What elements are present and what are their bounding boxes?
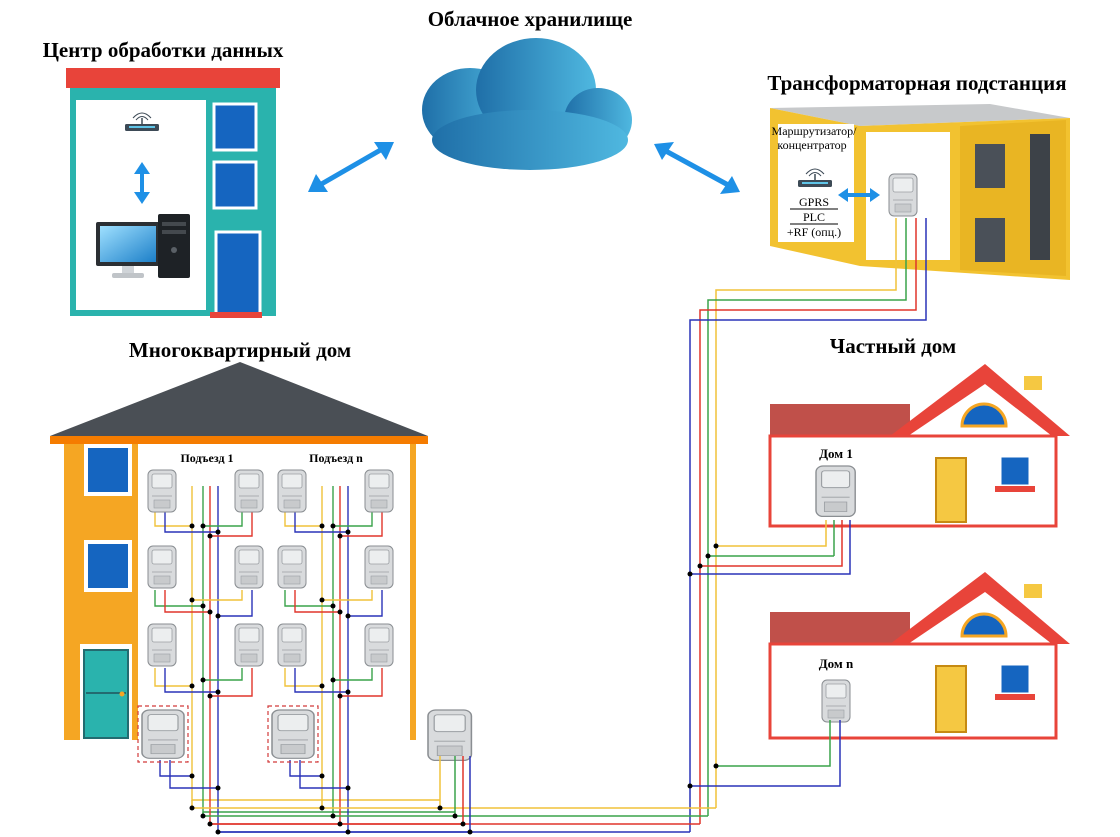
- meter-icon: [141, 709, 185, 760]
- computer-icon: [96, 214, 190, 278]
- entrance-n-label: Подъезд n: [309, 451, 363, 465]
- meter-icon: [277, 469, 307, 513]
- meter-icon: [234, 623, 264, 667]
- apartment-meters: [137, 469, 473, 763]
- meter-icon: [277, 545, 307, 589]
- private-house-1: [768, 364, 1070, 528]
- data-center-building: [66, 68, 280, 318]
- house-1-label: Дом 1: [819, 446, 853, 461]
- meter-icon: [364, 623, 394, 667]
- meter-icon: [277, 623, 307, 667]
- title-data-center: Центр обработки данных: [43, 38, 284, 62]
- cloud-icon: [422, 38, 632, 170]
- router-label-line2: концентратор: [777, 138, 846, 152]
- meter-icon: [821, 679, 851, 723]
- double-arrow-icon: [654, 142, 740, 194]
- meter-icon: [427, 709, 473, 762]
- channel-rf: +RF (опц.): [787, 225, 841, 239]
- meter-icon: [234, 545, 264, 589]
- title-cloud-storage: Облачное хранилище: [428, 7, 633, 31]
- junction-dots: [189, 523, 719, 835]
- feeder-wires: [191, 218, 927, 833]
- channel-gprs: GPRS: [799, 195, 829, 209]
- meter-icon: [147, 545, 177, 589]
- meter-icon: [147, 623, 177, 667]
- meter-icon: [364, 545, 394, 589]
- title-substation: Трансформаторная подстанция: [767, 71, 1066, 95]
- meter-icon: [271, 709, 315, 760]
- router-label-line1: Маршрутизатор/: [772, 124, 858, 138]
- meter-icon: [815, 465, 856, 518]
- double-arrow-icon: [308, 142, 394, 192]
- double-arrow-icon: [134, 162, 150, 204]
- meter-icon: [364, 469, 394, 513]
- transformer-substation: [770, 104, 1070, 280]
- entrance-1-label: Подъезд 1: [180, 451, 233, 465]
- title-private-house: Частный дом: [830, 334, 956, 358]
- title-apartment-building: Многоквартирный дом: [129, 338, 351, 362]
- house-n-label: Дом n: [819, 656, 854, 671]
- meter-icon: [888, 173, 918, 217]
- meter-icon: [147, 469, 177, 513]
- meter-icon: [234, 469, 264, 513]
- wires-entrance-n: [159, 486, 383, 832]
- double-arrow-icon: [838, 188, 880, 202]
- private-house-n: [768, 572, 1070, 740]
- channel-plc: PLC: [803, 210, 825, 224]
